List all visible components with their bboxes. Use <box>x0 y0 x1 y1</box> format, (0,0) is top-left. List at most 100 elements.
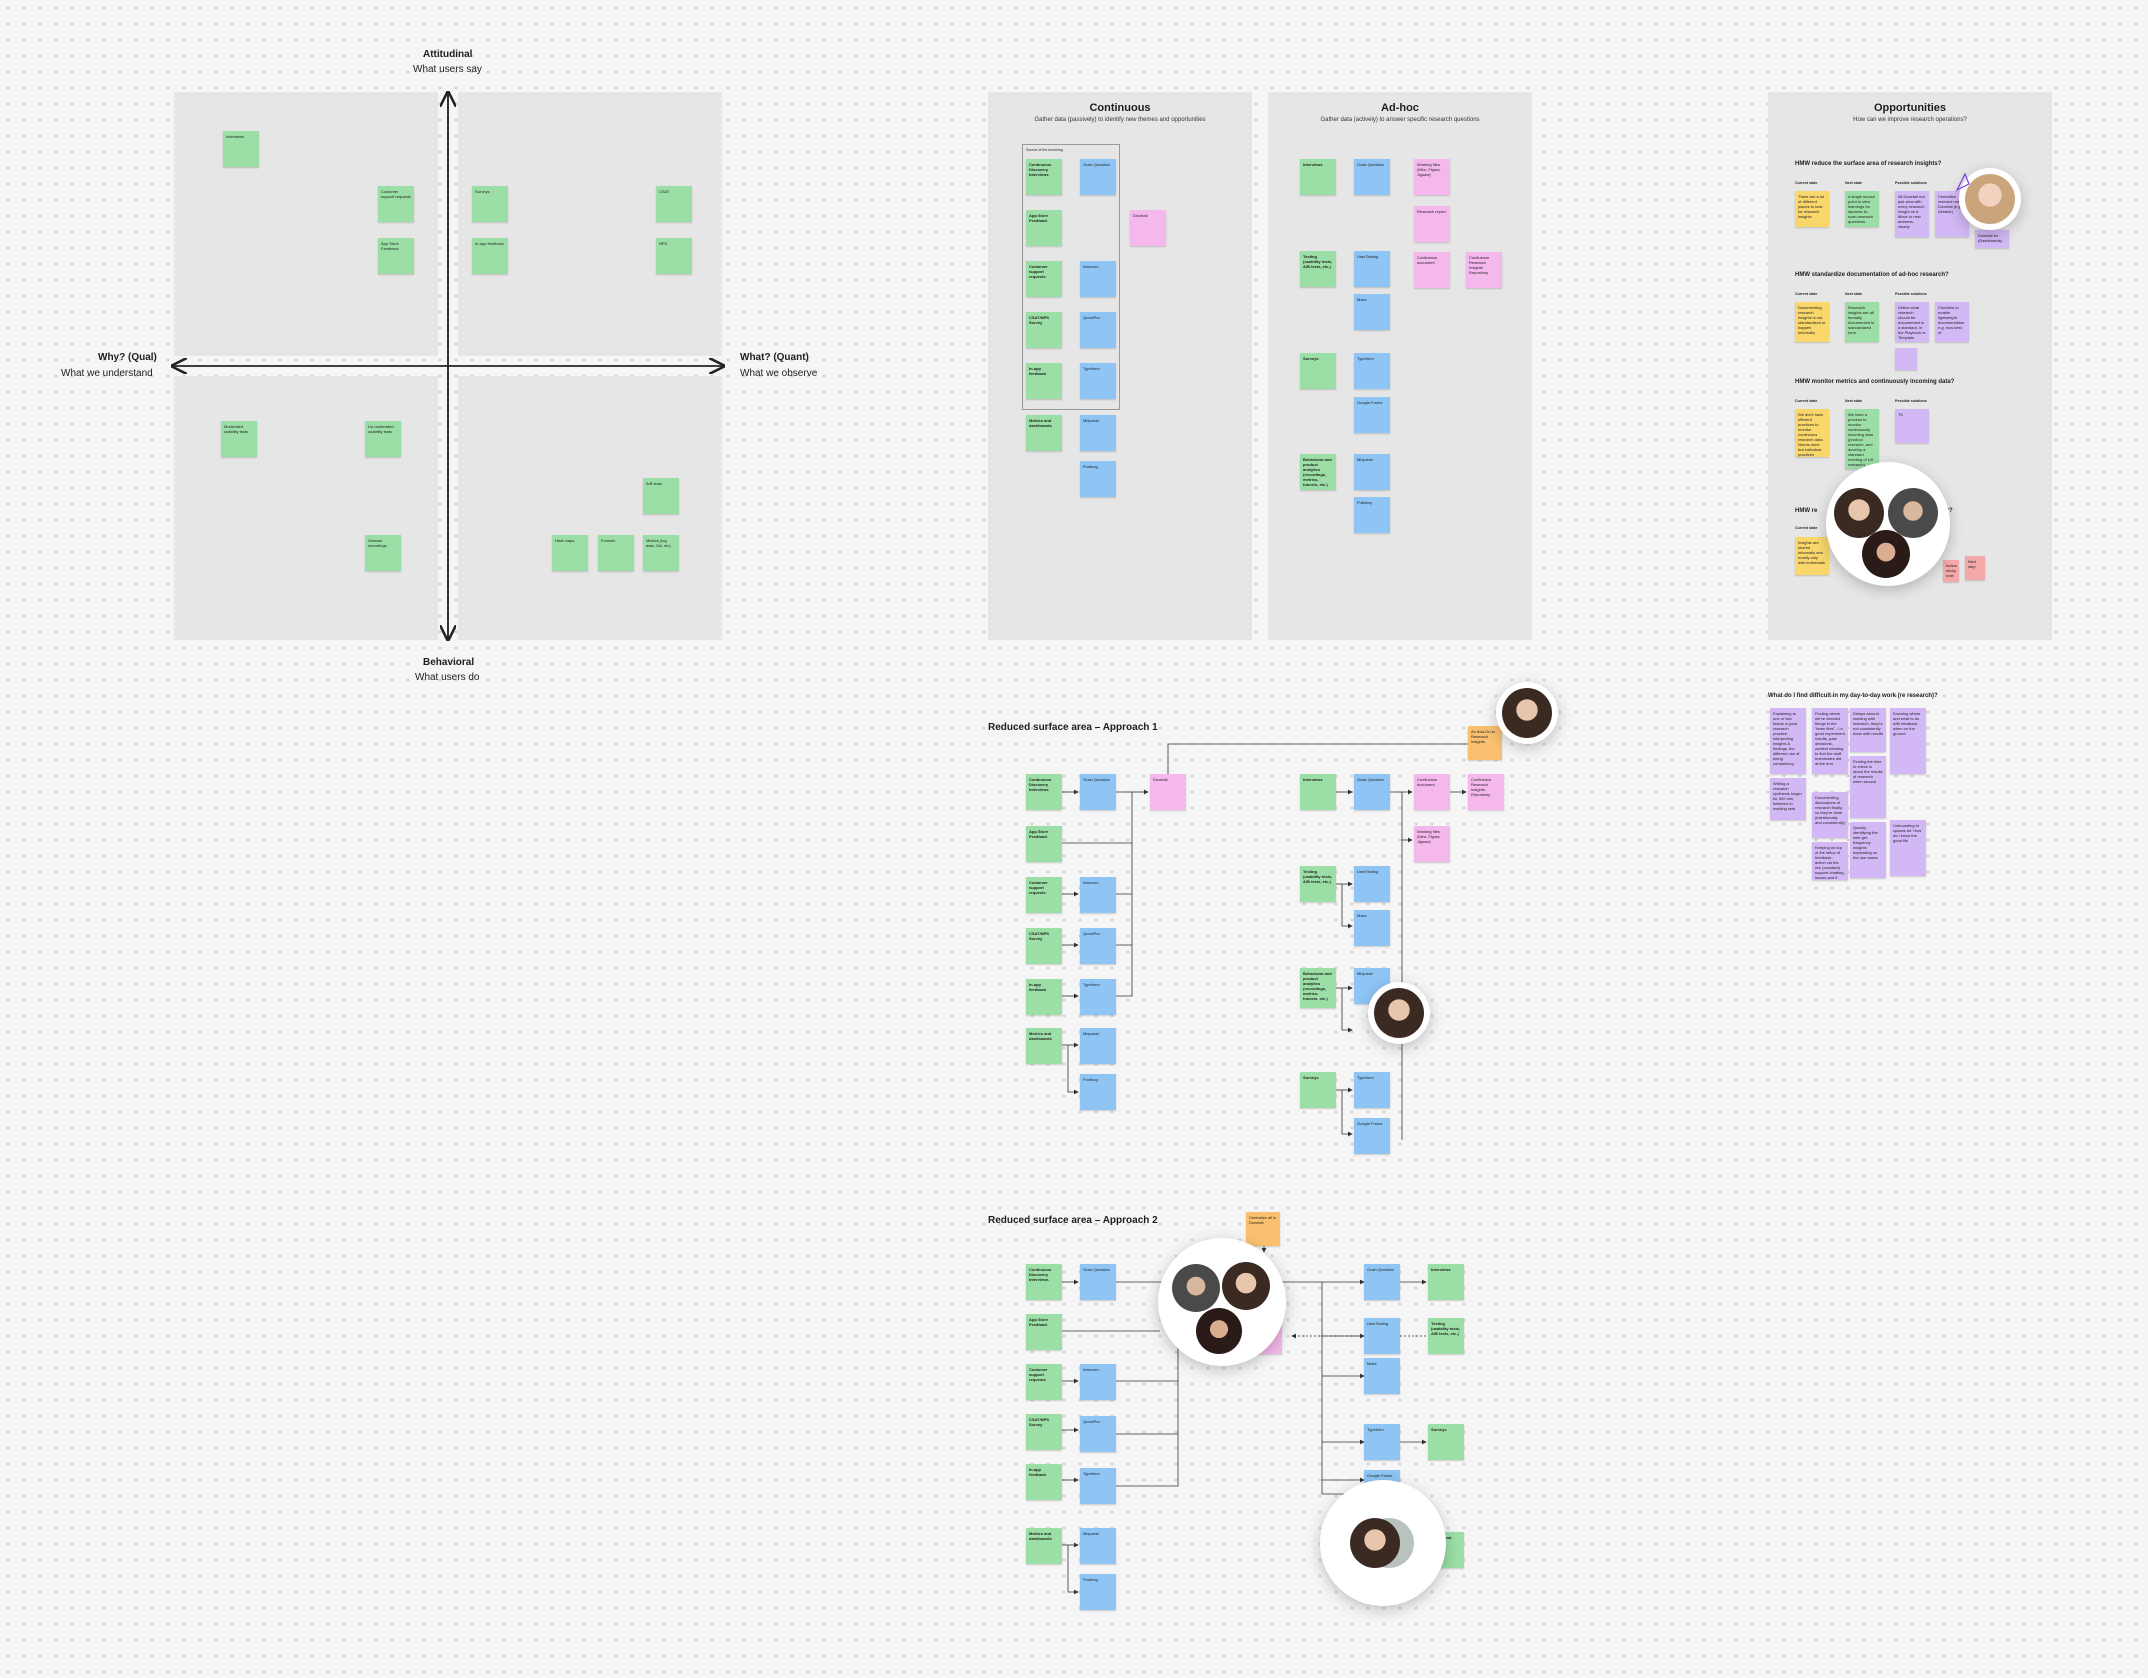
difficult-note-2[interactable]: Finding where we've decided things in th… <box>1812 708 1848 774</box>
cont-mixpanel[interactable]: Mixpanel <box>1080 415 1116 451</box>
a1-surveys[interactable]: Surveys <box>1300 1072 1336 1108</box>
cont-csat[interactable]: CSAT/NPS Survey <box>1026 312 1062 348</box>
sticky-inapp[interactable]: In-app feedback <box>472 238 508 274</box>
a2-csr[interactable]: Customer support requests <box>1026 1364 1062 1400</box>
a2-typeform[interactable]: Typeform <box>1080 1468 1116 1504</box>
cont-gq[interactable]: Grain Question <box>1080 159 1116 195</box>
avatar-bubble-approach1-mid[interactable] <box>1368 982 1430 1044</box>
sticky-moderated[interactable]: Moderated usability tests <box>221 421 257 457</box>
a1-mixpanel[interactable]: Mixpanel <box>1080 1028 1116 1064</box>
adhoc-grain[interactable]: Grain Question <box>1354 159 1390 195</box>
a1-posthog[interactable]: Posthog <box>1080 1074 1116 1110</box>
a1-intercom[interactable]: Intercom <box>1080 877 1116 913</box>
sticky-customer-support[interactable]: Customer support requests <box>378 186 414 222</box>
a1-gq[interactable]: Grain Question <box>1080 774 1116 810</box>
a2-interviews-right[interactable]: Interviews <box>1428 1264 1464 1300</box>
a1-csr[interactable]: Customer support requests <box>1026 877 1062 913</box>
cont-asf[interactable]: App Store Feedback <box>1026 210 1062 246</box>
a2-maze-right[interactable]: Maze <box>1364 1358 1400 1394</box>
difficult-note-1[interactable]: Explaining to one or two teams a good re… <box>1770 708 1806 774</box>
sticky-interviews[interactable]: Interviews <box>223 131 259 167</box>
opp-note-2e[interactable] <box>1895 348 1917 370</box>
a1-asf[interactable]: App Store Feedback <box>1026 826 1062 862</box>
a1-metrics[interactable]: Metrics and dashboards <box>1026 1028 1062 1064</box>
a2-grain-right[interactable]: Grain Question <box>1364 1264 1400 1300</box>
avatar-bubble-blonde[interactable] <box>1959 168 2021 230</box>
a2-csat[interactable]: CSAT/NPS Survey <box>1026 1414 1062 1450</box>
a2-metrics[interactable]: Metrics and dashboards <box>1026 1528 1062 1564</box>
approach2-comment-note[interactable]: Centralize all in Dovetail <box>1246 1212 1280 1246</box>
a2-cdi[interactable]: Continuous Discovery Interviews <box>1026 1264 1062 1300</box>
a1-confluence-docs[interactable]: Confluence document <box>1414 774 1450 810</box>
opp-note-2a[interactable]: Documenting research insights is not sta… <box>1795 302 1829 342</box>
a2-surveys-right[interactable]: Surveys <box>1428 1424 1464 1460</box>
difficult-note-3[interactable]: Writing a research synthesis longer for … <box>1770 778 1806 820</box>
a2-inapp[interactable]: In-app feedback <box>1026 1464 1062 1500</box>
difficult-note-9[interactable]: Unbounding to spaces lot. How do I know … <box>1890 820 1926 876</box>
a2-testing-right[interactable]: Testing (usability tests, A/B tests, etc… <box>1428 1318 1464 1354</box>
cont-inapp[interactable]: In-app feedback <box>1026 363 1062 399</box>
a1-typeform2[interactable]: Typeform <box>1354 1072 1390 1108</box>
a1-cdi[interactable]: Continuous Discovery Interviews <box>1026 774 1062 810</box>
a1-usertesting[interactable]: UserTesting <box>1354 866 1390 902</box>
a1-maze[interactable]: Maze <box>1354 910 1390 946</box>
opp-note-1a[interactable]: There are a lot of different places to l… <box>1795 191 1829 227</box>
adhoc-testing[interactable]: Testing (usability tests, A/B tests, etc… <box>1300 251 1336 287</box>
adhoc-research-report[interactable]: Research report <box>1414 206 1450 242</box>
cont-metrics[interactable]: Metrics and dashboards <box>1026 415 1062 451</box>
a1-dovetail[interactable]: Dovetail <box>1150 774 1186 810</box>
opp-note-1e[interactable]: Dovetail for (Dashboards) <box>1975 230 2009 248</box>
opp-note-3c[interactable]: TK <box>1895 409 1929 443</box>
cont-csr[interactable]: Customer support requests <box>1026 261 1062 297</box>
cont-intercom[interactable]: Intercom <box>1080 261 1116 297</box>
sticky-app-store[interactable]: App Store Feedback <box>378 238 414 274</box>
a2-qs[interactable]: QuestPro <box>1080 1416 1116 1452</box>
opp-note-1c[interactable]: All Dovetail not just view with every re… <box>1895 191 1929 237</box>
avatar-bubble-approach2-group[interactable] <box>1158 1238 1286 1366</box>
cont-qs[interactable]: QuestPro <box>1080 312 1116 348</box>
adhoc-mixpanel[interactable]: Mixpanel <box>1354 454 1390 490</box>
a1-typeform[interactable]: Typeform <box>1080 979 1116 1015</box>
difficult-note-10[interactable]: Quickly identifying the intel get freque… <box>1850 822 1886 878</box>
cont-dovetail[interactable]: Dovetail <box>1130 210 1166 246</box>
a2-intercom[interactable]: Intercom <box>1080 1364 1116 1400</box>
opp-note-2b[interactable]: Research insights are all formally docum… <box>1845 302 1879 342</box>
a1-testing[interactable]: Testing (usability tests, A/B tests, etc… <box>1300 866 1336 902</box>
adhoc-behavioral[interactable]: Behavioral and product analytics (record… <box>1300 454 1336 490</box>
opp-note-2d[interactable]: Checklist to enable lightweight document… <box>1935 302 1969 342</box>
sticky-session[interactable]: Session recordings <box>365 535 401 571</box>
difficult-note-8[interactable]: Keeping on top of the influx of feedback… <box>1812 842 1848 880</box>
adhoc-fullstory[interactable]: Fullstory <box>1354 497 1390 533</box>
adhoc-typeform[interactable]: Typeform <box>1354 353 1390 389</box>
difficult-note-6[interactable]: Finding the time to check in about the r… <box>1850 756 1886 818</box>
avatar-bubble-approach2-bottom[interactable] <box>1320 1480 1446 1606</box>
cont-typeform[interactable]: Typeform <box>1080 363 1116 399</box>
avatar-bubble-approach1-top[interactable] <box>1496 682 1558 744</box>
opp-note-3a[interactable]: We don't have efficient practices to mon… <box>1795 409 1829 457</box>
sticky-surveys[interactable]: Surveys <box>472 186 508 222</box>
adhoc-confluence-docs[interactable]: Confluence document <box>1414 252 1450 288</box>
a2-posthog[interactable]: Posthog <box>1080 1574 1116 1610</box>
difficult-note-4[interactable]: Delays around working with research, the… <box>1850 708 1886 752</box>
sticky-funnels[interactable]: Funnels <box>598 535 634 571</box>
a1-csat[interactable]: CSAT/NPS Survey <box>1026 928 1062 964</box>
a1-interviews[interactable]: Interviews <box>1300 774 1336 810</box>
a2-typeform-right[interactable]: Typeform <box>1364 1424 1400 1460</box>
opp-note-3b[interactable]: We have a process to monitor continuousl… <box>1845 409 1879 469</box>
avatar-bubble-group[interactable] <box>1826 462 1950 586</box>
opp-note-4c[interactable]: Action sticky note <box>1943 560 1959 582</box>
difficult-note-5[interactable]: Knowing where and what to do with feedba… <box>1890 708 1926 774</box>
a1-googleforms[interactable]: Google Forms <box>1354 1118 1390 1154</box>
sticky-heatmaps[interactable]: Heat maps <box>552 535 588 571</box>
a2-gq[interactable]: Grain Question <box>1080 1264 1116 1300</box>
adhoc-surveys[interactable]: Surveys <box>1300 353 1336 389</box>
sticky-unmoderated[interactable]: Un-moderated usability tests <box>365 421 401 457</box>
opp-note-4d[interactable]: Next step <box>1965 556 1985 580</box>
cont-cdi[interactable]: Continuous Discovery Interviews <box>1026 159 1062 195</box>
cont-posthog[interactable]: Posthog <box>1080 461 1116 497</box>
sticky-metrics[interactable]: Metrics (log data, GA, etc) <box>643 535 679 571</box>
a1-behavioral[interactable]: Behavioral and product analytics (record… <box>1300 968 1336 1008</box>
sticky-nps[interactable]: NPS <box>656 238 692 274</box>
a1-confluence-repo[interactable]: Confluence Research Insights Repository <box>1468 774 1504 810</box>
adhoc-confluence-repo[interactable]: Confluence Research Insights Repository <box>1466 252 1502 288</box>
